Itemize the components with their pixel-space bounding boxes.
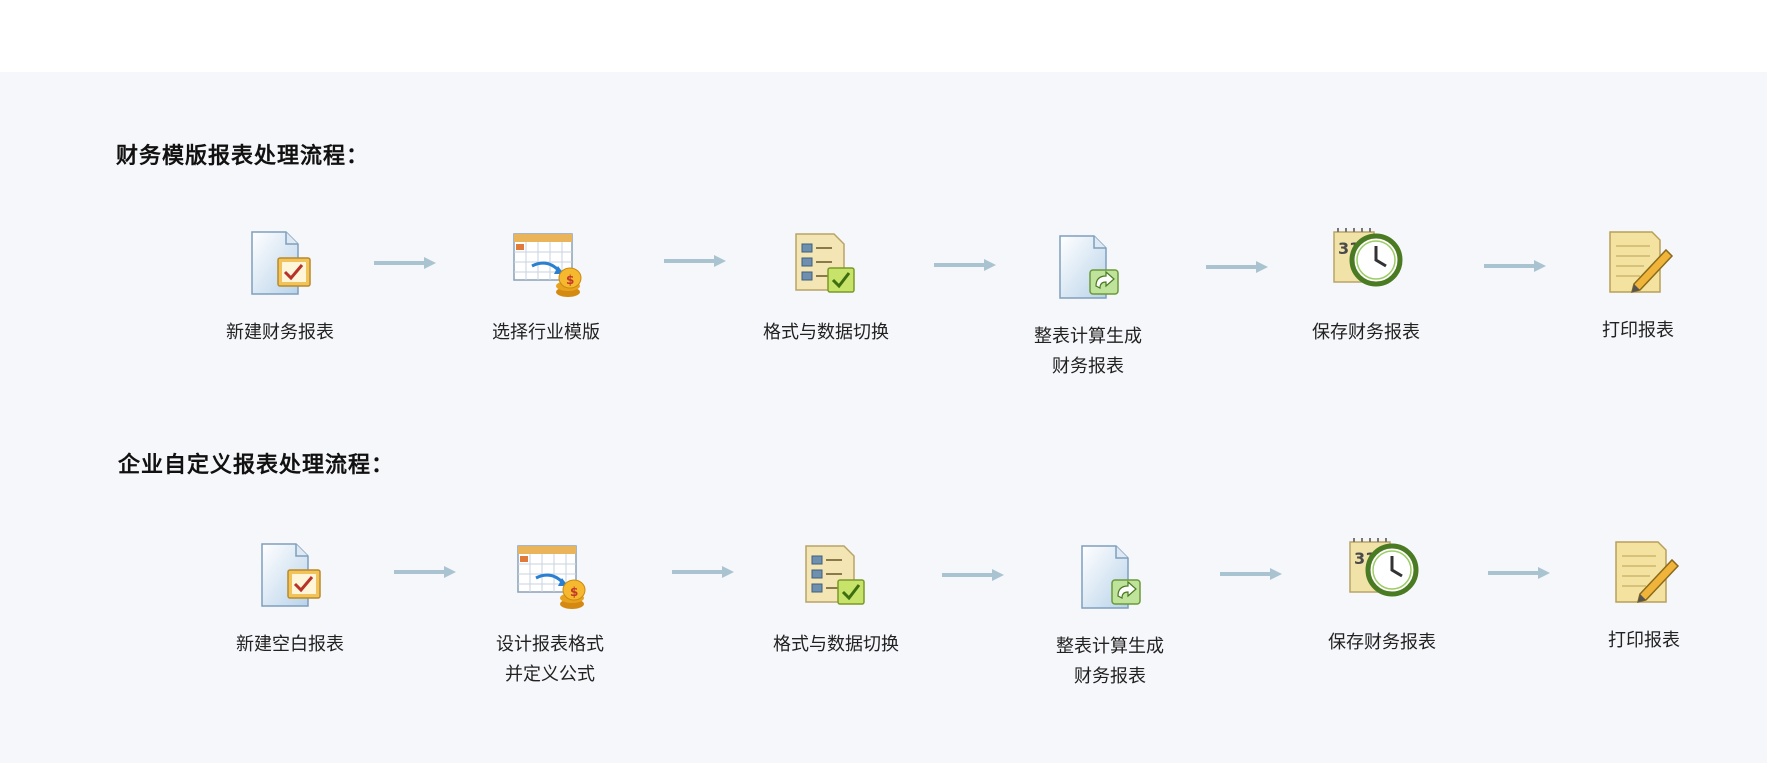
step-design-format-formula[interactable]: $ 设计报表格式 并定义公式: [440, 540, 660, 690]
calendar-coins-icon: $: [517, 545, 586, 609]
flow-arrow: [1220, 568, 1282, 580]
svg-text:$: $: [570, 585, 578, 599]
step-calculate-generate-2[interactable]: 整表计算生成 财务报表: [1000, 542, 1220, 692]
document-check-icon: [261, 543, 321, 607]
step-label: 格式与数据切换: [763, 322, 889, 343]
flow-title-custom: 企业自定义报表处理流程：: [118, 453, 395, 478]
step-label: 打印报表: [1608, 630, 1680, 651]
calendar-coins-icon: $: [513, 233, 582, 297]
flow-arrow: [672, 566, 734, 578]
document-refresh-icon: [1081, 545, 1141, 609]
flow-arrow: [374, 257, 436, 269]
step-print-report[interactable]: 打印报表: [1528, 226, 1748, 346]
step-label: 选择行业模版: [492, 322, 600, 343]
flow-arrow: [942, 569, 1004, 581]
flow-arrow: [1484, 260, 1546, 272]
step-label: 整表计算生成: [1034, 326, 1142, 347]
step-save-report[interactable]: 31 保存财务报表: [1256, 228, 1476, 348]
step-select-industry-template[interactable]: $ 选择行业模版: [436, 228, 656, 348]
step-new-financial-report[interactable]: 新建财务报表: [170, 228, 390, 348]
step-format-data-switch-2[interactable]: 格式与数据切换: [726, 540, 946, 660]
notepad-pencil-icon: [1609, 231, 1674, 294]
document-refresh-icon: [1059, 235, 1119, 299]
flow-arrow: [1206, 261, 1268, 273]
flow-arrow: [934, 259, 996, 271]
notepad-pencil-icon: [1615, 541, 1680, 604]
step-label: 设计报表格式: [496, 634, 604, 655]
step-new-blank-report[interactable]: 新建空白报表: [180, 540, 400, 660]
step-calculate-generate[interactable]: 整表计算生成 财务报表: [978, 232, 1198, 382]
step-print-report-2[interactable]: 打印报表: [1534, 536, 1754, 656]
step-label: 新建空白报表: [236, 634, 344, 655]
flow-arrow: [394, 566, 456, 578]
step-label: 保存财务报表: [1328, 632, 1436, 653]
calendar-clock-icon: 31: [1333, 228, 1403, 287]
step-label: 整表计算生成: [1056, 636, 1164, 657]
document-check-icon: [251, 231, 311, 295]
step-label: 新建财务报表: [226, 322, 334, 343]
checklist-icon: [805, 545, 865, 605]
checklist-icon: [795, 233, 855, 293]
step-format-data-switch[interactable]: 格式与数据切换: [716, 228, 936, 348]
flow-arrow: [1488, 567, 1550, 579]
step-label: 打印报表: [1602, 320, 1674, 341]
flow-title-template: 财务模版报表处理流程：: [116, 144, 370, 169]
svg-text:$: $: [566, 273, 574, 287]
flow-arrow: [664, 255, 726, 267]
step-label-line2: 财务报表: [1052, 356, 1124, 377]
calendar-clock-icon: 31: [1349, 538, 1419, 597]
flow-panel: [0, 72, 1767, 763]
step-label-line2: 并定义公式: [505, 664, 595, 685]
step-label: 保存财务报表: [1312, 322, 1420, 343]
step-save-report-2[interactable]: 31 保存财务报表: [1272, 538, 1492, 658]
step-label: 格式与数据切换: [773, 634, 899, 655]
step-label-line2: 财务报表: [1074, 666, 1146, 687]
